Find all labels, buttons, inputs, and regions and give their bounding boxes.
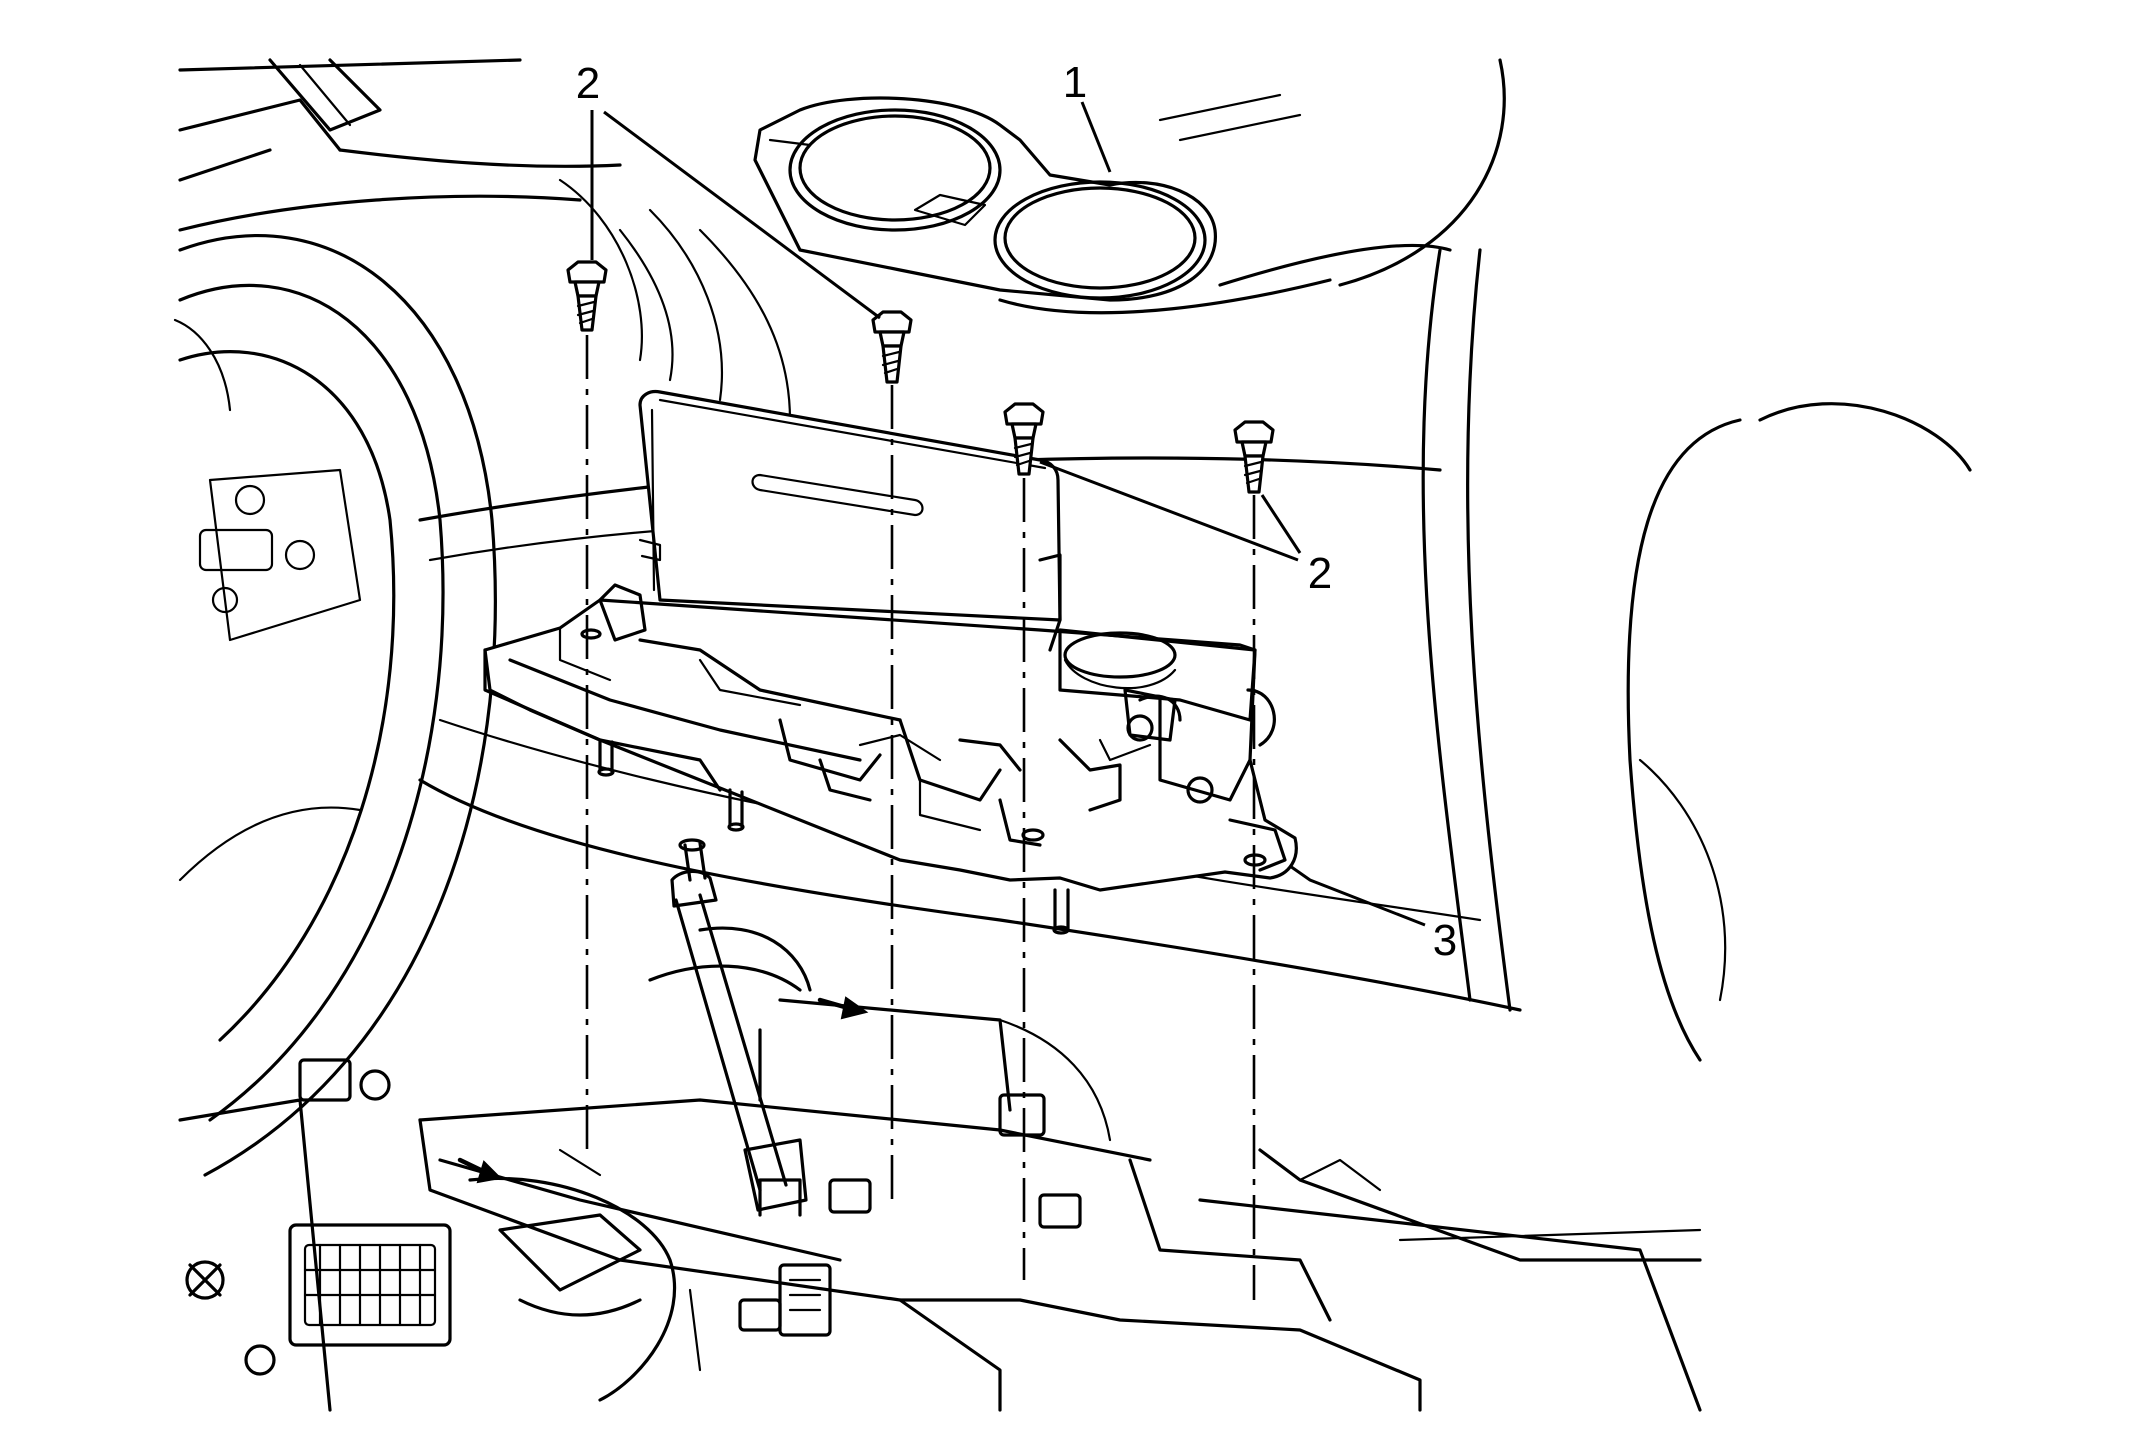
dash-upper-structure: [178, 58, 1506, 422]
bolt-1: [566, 260, 608, 332]
callout-1: 1: [1063, 58, 1087, 107]
cup-holder-insert: [753, 96, 1217, 302]
bolt-3: [1003, 402, 1045, 476]
lower-console-bracket: [178, 998, 1702, 1412]
installation-center-lines: [585, 335, 1256, 1300]
bolt-4: [1233, 420, 1275, 494]
callout-3: 3: [1433, 916, 1457, 965]
electrical-connector: [185, 1176, 832, 1402]
callout-2-top: 2: [576, 59, 600, 108]
leader-lines: [590, 101, 1426, 927]
shift-lever-shaft: [648, 838, 812, 1212]
bolt-2: [871, 310, 913, 384]
direction-arrows: [457, 996, 869, 1184]
callout-2-right: 2: [1308, 549, 1332, 598]
console-bracket: [483, 389, 1298, 935]
steering-wheel: [173, 234, 497, 1177]
